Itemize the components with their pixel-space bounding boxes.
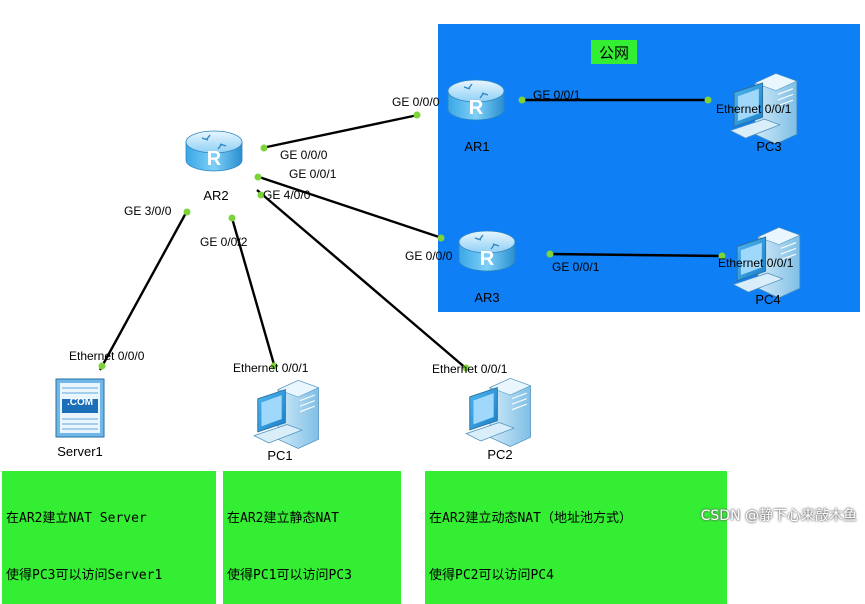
router-ar3[interactable]: AR3 bbox=[458, 230, 516, 305]
port-dot bbox=[98, 362, 106, 370]
public-network-label-bg bbox=[591, 40, 637, 64]
port-label: Ethernet 0/0/1 bbox=[432, 362, 508, 376]
router-icon bbox=[447, 79, 505, 121]
port-label: Ethernet 0/0/1 bbox=[716, 102, 792, 116]
port-dot bbox=[718, 252, 726, 260]
port-dot bbox=[462, 364, 470, 372]
router-ar1[interactable]: AR1 bbox=[447, 79, 505, 154]
router-icon bbox=[458, 230, 516, 272]
pc-pc1[interactable]: PC1 bbox=[253, 379, 320, 463]
port-label: GE 3/0/0 bbox=[124, 204, 172, 218]
ar1-label: AR1 bbox=[464, 139, 489, 154]
pc3-label: PC3 bbox=[756, 139, 781, 154]
link-ar2-ar3 bbox=[255, 174, 443, 240]
port-label: Ethernet 0/0/1 bbox=[718, 256, 794, 270]
port-label: Ethernet 0/0/1 bbox=[233, 361, 309, 375]
interface-dots bbox=[98, 96, 726, 372]
port-label: GE 4/0/0 bbox=[263, 188, 311, 202]
network-topology-diagram: R 公网 bbox=[55, 24, 860, 463]
port-label: GE 0/0/0 bbox=[405, 249, 453, 263]
port-label: GE 0/0/1 bbox=[533, 88, 581, 102]
server-icon bbox=[55, 378, 105, 438]
note-line: 使得PC3可以访问Server1 bbox=[6, 568, 163, 583]
pc2-label: PC2 bbox=[487, 447, 512, 462]
port-label: GE 0/0/0 bbox=[280, 148, 328, 162]
port-label: GE 0/0/1 bbox=[552, 260, 600, 274]
pc4-label: PC4 bbox=[755, 292, 780, 307]
port-label: GE 0/0/2 bbox=[200, 235, 248, 249]
port-dot bbox=[704, 96, 712, 104]
links bbox=[98, 98, 725, 371]
public-network-label: 公网 bbox=[599, 45, 629, 62]
link-ar2-server1 bbox=[98, 210, 189, 371]
port-label: GE 0/0/0 bbox=[392, 95, 440, 109]
link-ar2-pc1 bbox=[230, 217, 277, 369]
pc-pc3[interactable]: PC3 bbox=[729, 72, 798, 155]
note-nat-server: 在AR2建立NAT Server 使得PC3可以访问Server1 bbox=[2, 471, 216, 604]
port-dot bbox=[270, 362, 278, 370]
ar3-label: AR3 bbox=[474, 290, 499, 305]
pc-icon bbox=[465, 377, 532, 448]
port-dot bbox=[183, 208, 191, 216]
pc-icon bbox=[253, 379, 320, 450]
port-label: Ethernet 0/0/0 bbox=[69, 349, 145, 363]
pc-pc2[interactable]: PC2 bbox=[465, 377, 532, 462]
pc-pc4[interactable]: PC4 bbox=[732, 226, 801, 308]
port-dot bbox=[228, 214, 236, 222]
link-ar2-ar1 bbox=[261, 113, 419, 150]
link-ar2-pc2 bbox=[256, 189, 469, 371]
server1-badge: .COM bbox=[67, 397, 93, 408]
ar2-label: AR2 bbox=[203, 188, 228, 203]
note-line: 使得PC1可以访问PC3 bbox=[227, 568, 352, 583]
note-line: 使得PC2可以访问PC4 bbox=[429, 568, 554, 583]
server1-label: Server1 bbox=[57, 444, 103, 459]
port-dot bbox=[413, 111, 421, 119]
port-dot bbox=[260, 144, 268, 152]
note-line: 在AR2建立NAT Server bbox=[6, 511, 147, 526]
port-dot bbox=[254, 173, 262, 181]
port-label: GE 0/0/1 bbox=[289, 167, 337, 181]
watermark: CSDN @静下心来敲木鱼 bbox=[700, 508, 857, 524]
port-dot bbox=[518, 96, 526, 104]
router-icon bbox=[185, 130, 243, 172]
note-line: 在AR2建立静态NAT bbox=[227, 511, 339, 526]
note-dynamic-nat: 在AR2建立动态NAT（地址池方式） 使得PC2可以访问PC4 bbox=[425, 471, 727, 604]
port-labels: GE 0/0/0 GE 0/0/1 Ethernet 0/0/1 GE 0/0/… bbox=[69, 88, 794, 376]
server-server1[interactable]: .COM Server1 bbox=[55, 378, 105, 459]
link-ar3-pc4 bbox=[547, 252, 725, 258]
note-line: 在AR2建立动态NAT（地址池方式） bbox=[429, 511, 632, 526]
port-dot bbox=[546, 250, 554, 258]
port-dot bbox=[257, 191, 265, 199]
port-dot bbox=[437, 234, 445, 242]
note-static-nat: 在AR2建立静态NAT 使得PC1可以访问PC3 bbox=[223, 471, 401, 604]
router-ar2[interactable]: AR2 bbox=[185, 130, 243, 203]
pc1-label: PC1 bbox=[267, 448, 292, 463]
